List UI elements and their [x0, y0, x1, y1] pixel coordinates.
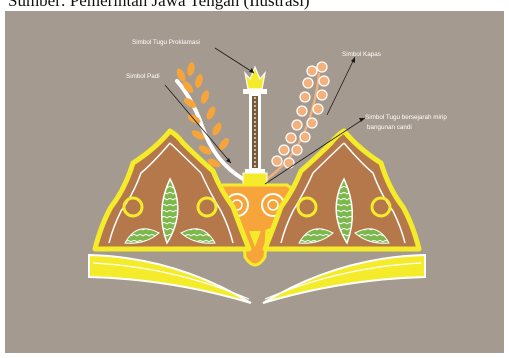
leader-line-kapas	[327, 57, 355, 115]
label-tugu-proklamasi: Simbol Tugu Proklamasi	[132, 39, 200, 46]
label-padi: Simbol Padi	[126, 73, 160, 80]
emblem-panel: Simbol Tugu Proklamasi Simbol Padi Simbo…	[5, 11, 504, 353]
leader-line-tugu-proklamasi	[215, 48, 254, 73]
top-caption: Sumber: Pemerintah Jawa Tengah (Ilustras…	[0, 0, 509, 11]
label-tugu-candi-line2: bangunan candi	[367, 124, 412, 131]
emblem-diagram: Simbol Tugu Proklamasi Simbol Padi Simbo…	[5, 11, 504, 353]
label-kapas: Simbol Kapas	[342, 51, 381, 58]
label-tugu-candi-line1: Simbol Tugu bersejarah mirip	[365, 114, 447, 121]
proclamation-monument	[243, 67, 267, 175]
